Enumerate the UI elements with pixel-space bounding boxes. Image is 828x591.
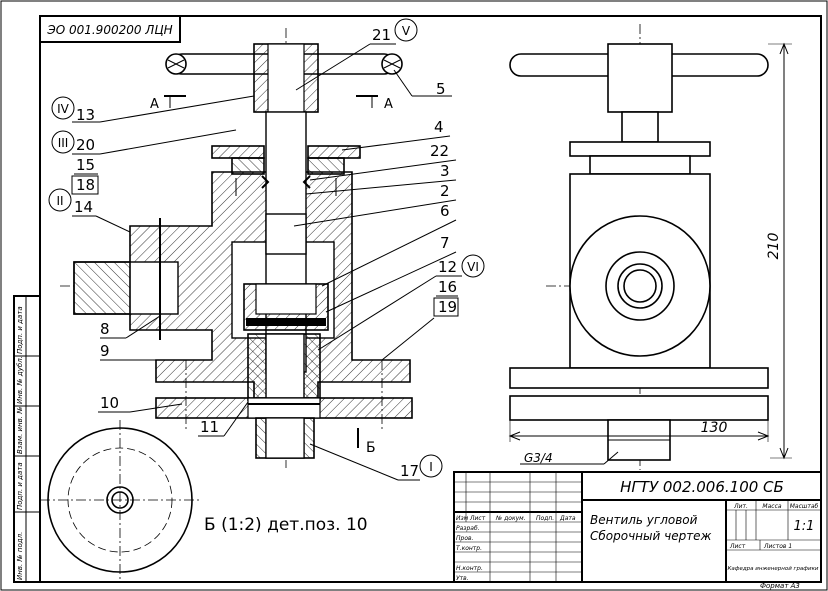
callout-2: 2: [440, 182, 450, 200]
scale-label: Масштаб: [790, 503, 819, 510]
callout-14: 14: [74, 198, 93, 216]
callout-7: 7: [440, 234, 450, 252]
dim-width: 130: [701, 420, 728, 436]
org-name: Кафедра инженерной графики: [728, 566, 819, 572]
callout-6: 6: [440, 202, 450, 220]
callout-15: 15: [76, 156, 95, 174]
callout-12: 12: [438, 258, 457, 276]
scale-value: 1:1: [794, 519, 815, 534]
part-callouts: V 21 5 IV 13 III 20 4 22 15 18 3: [48, 18, 485, 481]
callout-11: 11: [200, 418, 219, 436]
callout-19: 19: [438, 298, 457, 316]
callout-18: 18: [76, 176, 95, 194]
roman-balloon-vi: VI: [467, 260, 479, 274]
sheets-label: Листов 1: [763, 543, 792, 550]
side-stamp-cell-3: Взам. инв. №: [16, 406, 24, 454]
roman-balloon-ii: II: [56, 194, 63, 208]
item-type: Сборочный чертеж: [590, 529, 712, 543]
callout-8: 8: [100, 320, 110, 338]
lit-label: Лит.: [733, 503, 748, 510]
roman-balloon-iii: III: [58, 136, 69, 150]
roman-balloon-iv: IV: [57, 102, 70, 116]
section-mark-a-left: A: [150, 97, 159, 112]
roman-balloon-v: V: [402, 24, 411, 38]
rotated-code-text: ЭО 001.900200 ЛЦН: [46, 23, 172, 37]
callout-9: 9: [100, 342, 110, 360]
role-checker: Пров.: [456, 535, 474, 542]
side-stamp: Подп. и дата Инв. № дубл. Взам. инв. № П…: [13, 295, 41, 583]
callout-10: 10: [100, 394, 119, 412]
role-tcontrol: Т.контр.: [456, 545, 482, 552]
title-block: Изм Лист № докум. Подп. Дата Разраб. Про…: [453, 471, 822, 583]
role-ncontrol: Н.контр.: [456, 565, 483, 572]
sheet-label: Лист: [729, 543, 746, 550]
callout-4: 4: [434, 118, 444, 136]
side-stamp-cell-4: Подп. и дата: [16, 462, 24, 510]
callout-13: 13: [76, 106, 95, 124]
callout-22: 22: [430, 142, 449, 160]
col-izm: Изм: [456, 515, 469, 522]
col-date: Дата: [559, 515, 576, 522]
detail-view-b: Б (1:2) дет.поз. 10: [40, 420, 368, 580]
callout-17: 17: [400, 462, 419, 480]
front-section-view: [60, 28, 413, 468]
rotated-code-box: ЭО 001.900200 ЛЦН: [39, 15, 181, 43]
side-view: [509, 24, 769, 470]
callout-21: 21: [372, 26, 391, 44]
callout-5: 5: [436, 80, 446, 98]
doc-number: НГТУ 002.006.100 СБ: [620, 478, 784, 496]
roman-balloon-i: I: [429, 460, 433, 474]
role-developer: Разраб.: [456, 525, 480, 532]
format-label: Формат А3: [760, 582, 800, 590]
side-stamp-cell-2: Инв. № дубл.: [16, 356, 24, 404]
mass-label: Масса: [762, 503, 781, 510]
item-name: Вентиль угловой: [590, 513, 698, 527]
section-mark-a-right: A: [384, 97, 393, 112]
section-mark-b: Б: [366, 440, 376, 456]
detail-caption: Б (1:2) дет.поз. 10: [204, 515, 368, 535]
section-marks: A A Б: [150, 95, 393, 456]
dim-thread: G3/4: [524, 451, 553, 465]
side-stamp-cell-5: Инв. № подл.: [16, 532, 24, 580]
dim-height: 210: [766, 233, 782, 260]
col-doc: № докум.: [495, 515, 526, 522]
callout-3: 3: [440, 162, 450, 180]
callout-20: 20: [76, 136, 95, 154]
dimensions: 210 130 G3/4: [508, 42, 792, 465]
side-stamp-cell-1: Подп. и дата: [16, 306, 24, 354]
col-sign: Подп.: [536, 515, 554, 522]
role-approved: Утв.: [456, 575, 469, 582]
col-list: Лист: [469, 515, 486, 522]
callout-16: 16: [438, 278, 457, 296]
